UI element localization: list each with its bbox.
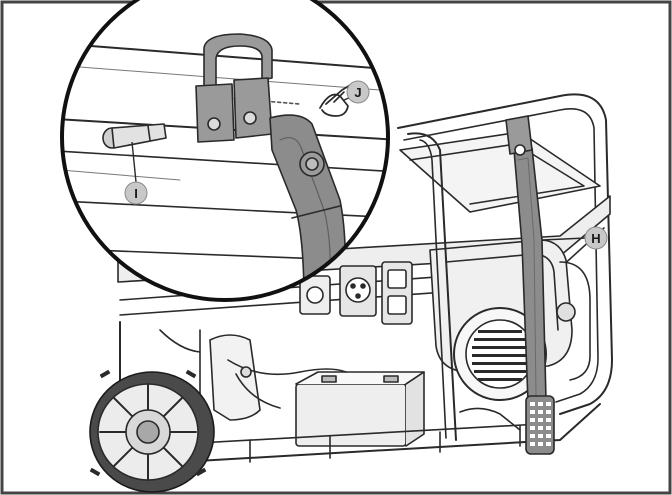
bolt-i <box>102 123 167 149</box>
zoom-detail <box>60 0 390 302</box>
callout-label-j: J <box>354 85 361 100</box>
generator-assembly <box>89 93 613 493</box>
mounting-plate-right <box>233 77 273 139</box>
wheel <box>89 369 215 493</box>
callout-h: H <box>541 226 608 250</box>
callout-j: J <box>343 80 370 104</box>
outlet-panel <box>299 261 413 325</box>
callout-label-i: I <box>134 186 138 201</box>
frame-tube-front <box>407 132 457 441</box>
zoom-ring <box>60 0 390 302</box>
battery <box>295 371 425 447</box>
mounting-plate-left <box>195 83 235 143</box>
callout-label-h: H <box>591 231 600 246</box>
handle-assembly <box>505 115 555 455</box>
frame-tube-rear <box>397 93 613 415</box>
tube-saddle-bracket <box>203 33 273 87</box>
fan-cover <box>453 307 547 401</box>
callout-i: I <box>124 141 148 205</box>
